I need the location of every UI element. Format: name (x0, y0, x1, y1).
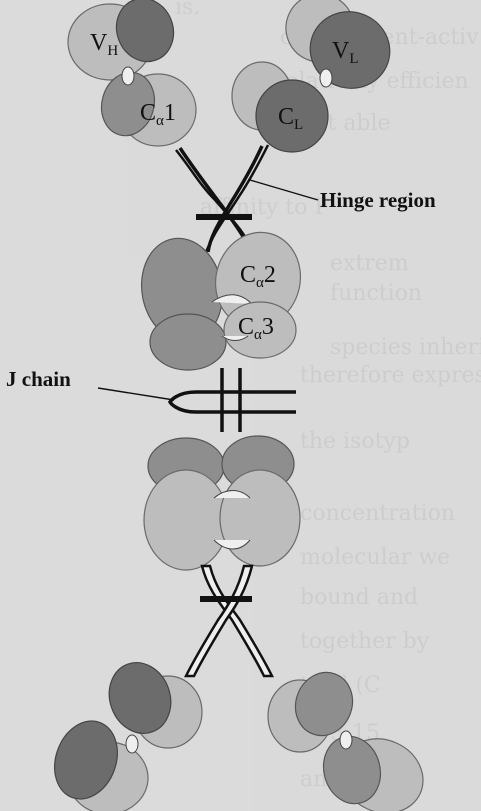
lower-hinge-disulfide (200, 596, 252, 602)
svg-text:function: function (330, 281, 422, 306)
j-chain-label: J chain (6, 367, 71, 391)
svg-text:the isotyp: the isotyp (300, 429, 410, 454)
upper-hinge-disulfide (196, 214, 252, 220)
lower-left-ca2-domain (144, 470, 228, 570)
upper-left-ca3-domain (150, 314, 226, 370)
svg-text:concentration: concentration (300, 501, 455, 526)
hinge-region-label: Hinge region (320, 188, 436, 212)
svg-text:extrem: extrem (330, 251, 409, 276)
svg-text:therefore expres: therefore expres (300, 363, 481, 388)
svg-text:together by: together by (300, 629, 430, 654)
svg-text:molecular we: molecular we (300, 545, 450, 570)
svg-text:ıs.: ıs. (175, 0, 200, 20)
lower-right-ca2-domain (220, 470, 300, 566)
svg-text:species inherit: species inherit (330, 335, 481, 360)
svg-text:bound and: bound and (300, 585, 418, 610)
